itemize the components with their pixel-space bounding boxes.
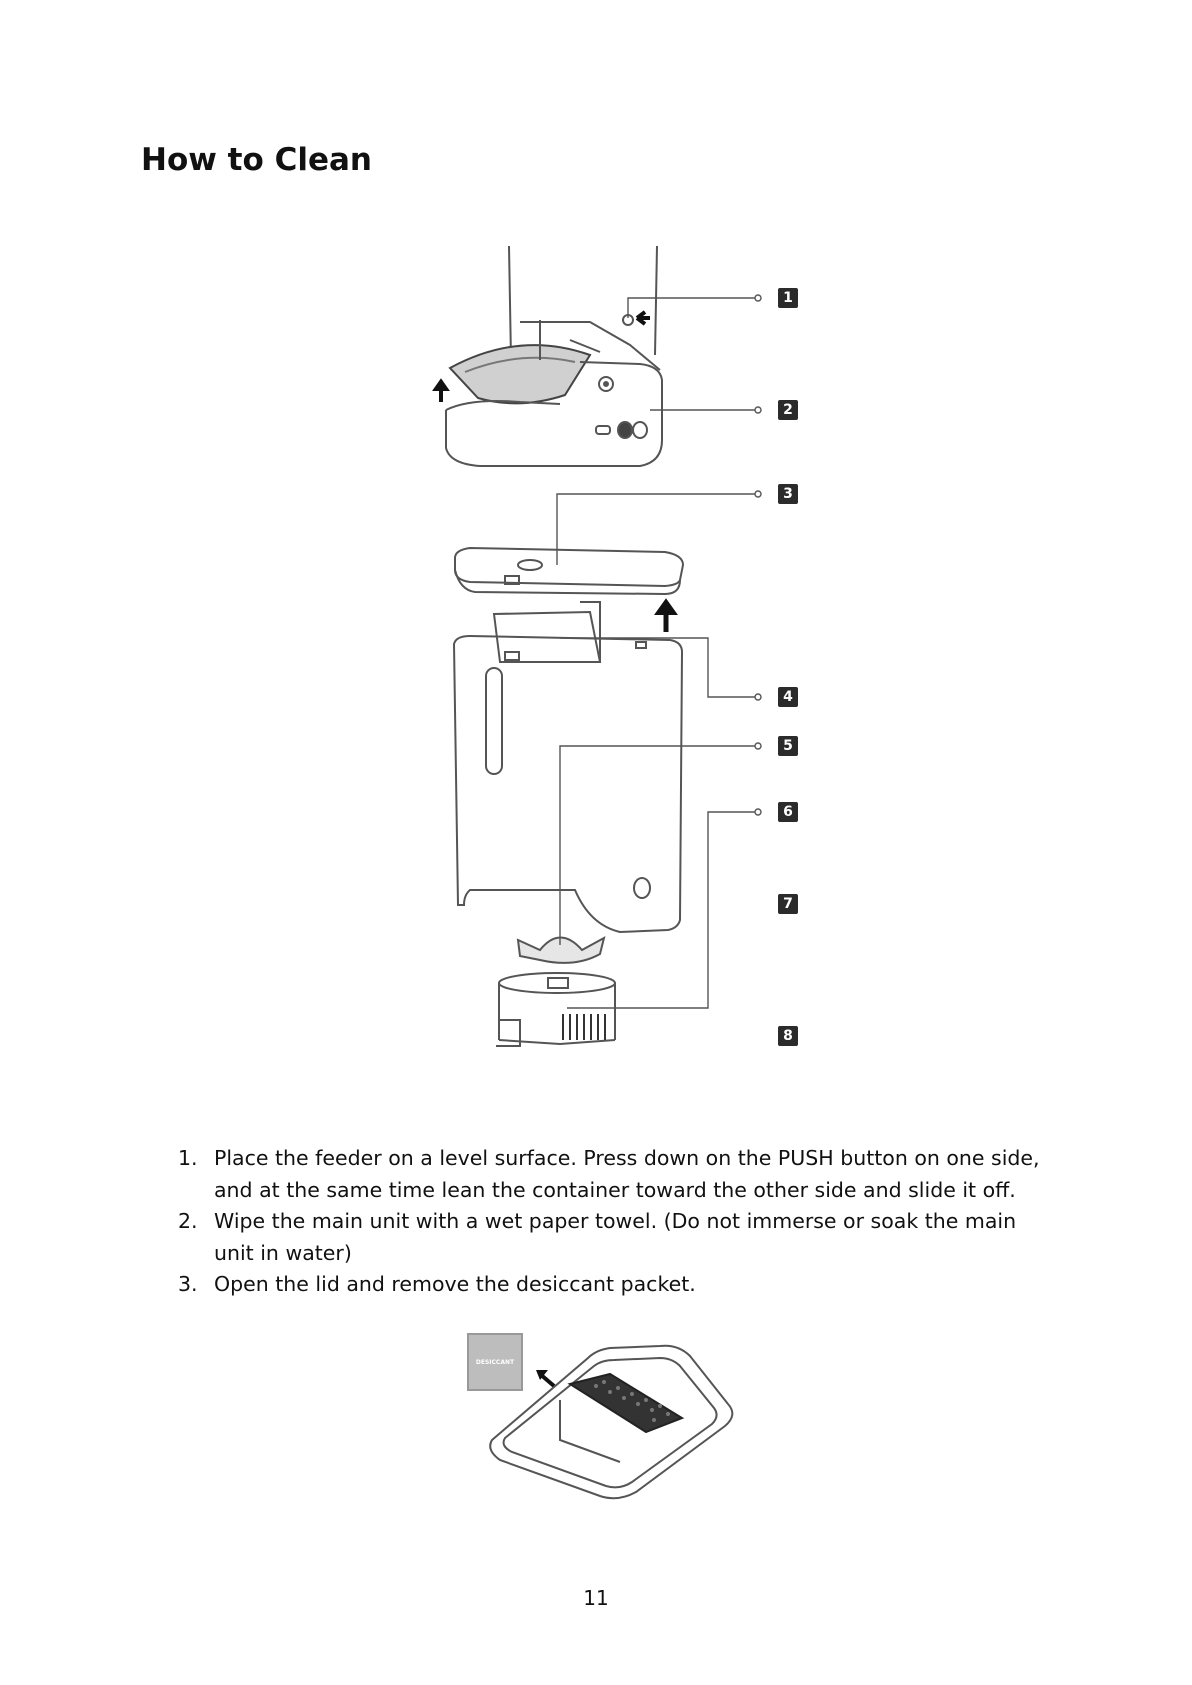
callout-2: 2: [778, 400, 798, 420]
callout-4: 4: [778, 687, 798, 707]
callout-6: 6: [778, 802, 798, 822]
callout-8: 8: [778, 1026, 798, 1046]
exploded-view-illustration: [432, 245, 762, 1047]
step-item: 1. Place the feeder on a level surface. …: [174, 1143, 1054, 1206]
callout-3: 3: [778, 484, 798, 504]
callout-7: 7: [778, 894, 798, 914]
step-text: Open the lid and remove the desiccant pa…: [214, 1272, 696, 1296]
step-item: 3. Open the lid and remove the desiccant…: [174, 1269, 1054, 1301]
instruction-steps: 1. Place the feeder on a level surface. …: [174, 1143, 1054, 1301]
page-title: How to Clean: [141, 142, 372, 178]
step-item: 2. Wipe the main unit with a wet paper t…: [174, 1206, 1054, 1269]
step-number: 1.: [178, 1146, 198, 1170]
desiccant-packet: [467, 1333, 523, 1391]
step-text: Place the feeder on a level surface. Pre…: [214, 1146, 1040, 1202]
desiccant-label: DESICCANT: [476, 1359, 515, 1366]
step-number: 3.: [178, 1272, 198, 1296]
callout-1: 1: [778, 288, 798, 308]
step-number: 2.: [178, 1209, 198, 1233]
callout-5: 5: [778, 736, 798, 756]
step-text: Wipe the main unit with a wet paper towe…: [214, 1209, 1017, 1265]
page-number: 11: [583, 1586, 609, 1610]
